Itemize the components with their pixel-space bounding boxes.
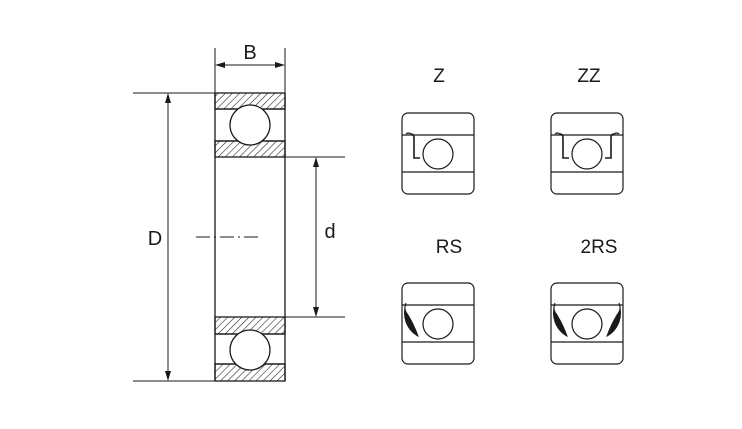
dimension-lines	[133, 48, 345, 382]
variant-label-z: Z	[433, 66, 445, 87]
variant-label-2rs: 2RS	[581, 237, 618, 258]
rubber-seal-right-icon	[606, 302, 621, 338]
top-ring-section	[214, 92, 286, 158]
top-ball	[229, 104, 271, 146]
variant-2rs	[550, 282, 624, 365]
variant-label-zz: ZZ	[577, 66, 601, 87]
outer-diameter-label: D	[148, 228, 162, 250]
shield-right-icon	[605, 133, 615, 159]
variant-label-rs: RS	[436, 237, 462, 258]
rubber-seal-left-icon	[553, 302, 568, 338]
variant-rs	[401, 282, 475, 365]
shield-left-icon	[559, 133, 569, 159]
variant-zz	[550, 112, 624, 195]
bearing-cross-section	[196, 92, 286, 382]
bottom-ball	[229, 329, 271, 371]
rubber-seal-icon	[404, 302, 419, 338]
variant-z	[401, 112, 475, 195]
width-label: B	[243, 42, 256, 64]
shield-icon	[410, 133, 420, 159]
bore-diameter-label: d	[324, 221, 335, 243]
bottom-ring-section	[214, 316, 286, 382]
